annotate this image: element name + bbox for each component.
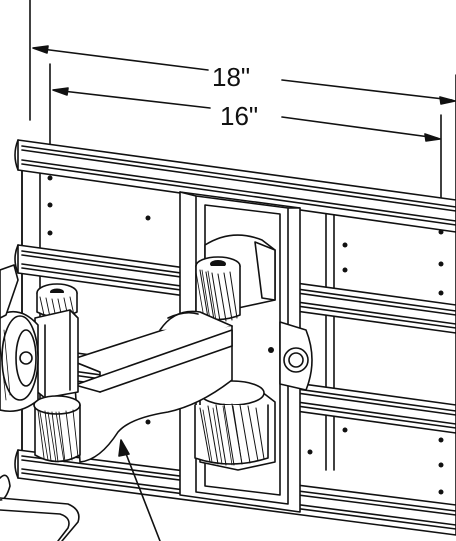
leader-arrowhead <box>118 439 130 457</box>
rail-top <box>14 139 456 233</box>
dimension-outer-18: 18" <box>29 0 456 211</box>
arrowhead-16-left <box>52 87 69 96</box>
tilt-head <box>0 264 39 413</box>
tilt-handle <box>0 264 19 319</box>
dimension-line-16-right <box>281 116 438 139</box>
dimension-line-16-left <box>53 89 211 109</box>
arrowhead-18-right <box>439 96 456 105</box>
dimension-line-18-left <box>33 47 209 71</box>
dimension-label-16: 16" <box>220 101 258 131</box>
dimension-label-18: 18" <box>212 62 250 92</box>
swing-arm <box>69 310 233 463</box>
callout-leader <box>118 439 161 541</box>
dimension-line-18-right <box>281 79 453 101</box>
shelf-bracket <box>0 474 80 541</box>
upper-hinge <box>195 234 276 322</box>
arrowhead-16-right <box>424 133 441 142</box>
lower-hinge <box>194 380 276 471</box>
arm-post <box>33 283 81 463</box>
arrowhead-18-left <box>32 45 49 54</box>
